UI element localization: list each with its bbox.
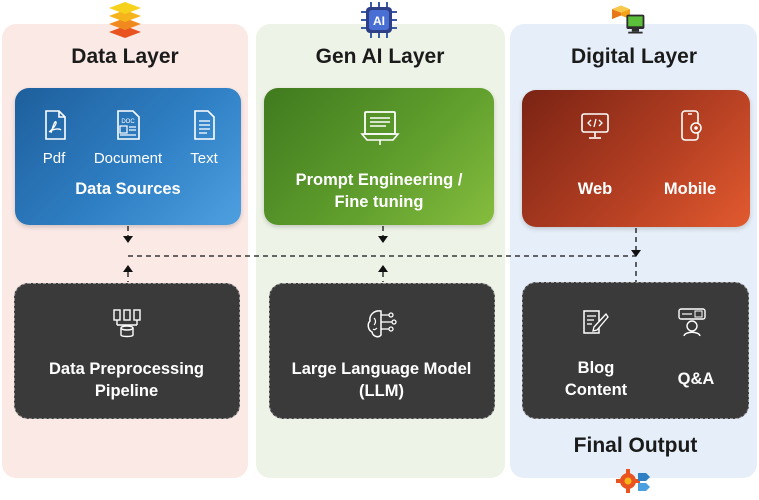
digital-layer-title: Digital Layer <box>570 45 698 68</box>
brain-circuit-icon <box>367 310 397 338</box>
arrow-up-data <box>123 265 133 272</box>
qa-label: Q&A <box>677 370 715 388</box>
gen-ai-layer-title: Gen AI Layer <box>315 45 445 68</box>
teleprompter-icon <box>360 111 400 145</box>
qa-support-icon <box>678 308 706 337</box>
web-monitor-icon <box>581 113 609 139</box>
pdf-label: Pdf <box>42 150 66 167</box>
arrow-up-gen <box>378 265 388 272</box>
document-icon: DOC <box>117 110 140 140</box>
arrow-down-data <box>123 236 133 243</box>
digital-channels-card: Web Mobile <box>522 90 750 227</box>
prompt-engineering-line1: Prompt Engineering / <box>295 171 463 189</box>
blog-content-line1: Blog <box>577 359 615 377</box>
llm-line2: (LLM) <box>359 382 404 400</box>
blog-edit-icon <box>583 310 609 334</box>
prompt-engineering-line2: Fine tuning <box>334 193 424 211</box>
data-preprocessing-line2: Pipeline <box>94 382 159 400</box>
text-file-icon <box>194 110 215 140</box>
final-output-box: Blog Content Q&A <box>522 282 749 419</box>
gear-output-icon <box>616 469 650 493</box>
svg-text:DOC: DOC <box>121 119 135 125</box>
data-sources-title: Data Sources <box>75 180 181 198</box>
text-label: Text <box>190 150 218 167</box>
arrow-down-gen <box>378 236 388 243</box>
llm-box: Large Language Model (LLM) <box>269 283 495 419</box>
ai-chip-icon: AI <box>361 2 397 38</box>
svg-text:AI: AI <box>373 14 385 28</box>
prompt-engineering-card: Prompt Engineering / Fine tuning <box>264 88 494 225</box>
pipeline-database-icon <box>113 309 141 338</box>
mobile-settings-icon <box>681 110 702 141</box>
layers-icon <box>109 2 141 38</box>
blog-content-line2: Content <box>564 381 628 399</box>
arrow-down-digital <box>631 250 641 257</box>
mobile-label: Mobile <box>663 180 717 198</box>
digital-cubes-icon <box>612 5 645 34</box>
document-label: Document <box>93 150 163 167</box>
llm-line1: Large Language Model <box>291 360 472 378</box>
data-layer-title: Data Layer <box>71 45 179 68</box>
data-preprocessing-box: Data Preprocessing Pipeline <box>14 283 240 419</box>
data-sources-card: DOC Pdf Document Text Data Sources <box>15 88 241 225</box>
pdf-icon <box>45 110 66 140</box>
web-label: Web <box>577 180 613 198</box>
final-output-title: Final Output <box>573 434 698 457</box>
data-preprocessing-line1: Data Preprocessing <box>49 360 204 378</box>
